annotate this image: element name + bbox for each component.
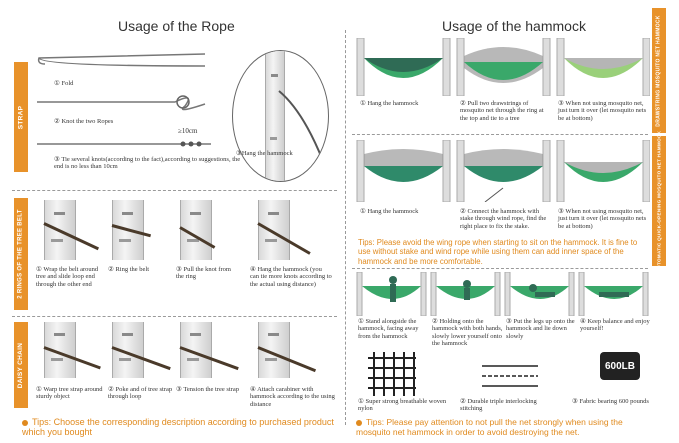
- center-divider: [345, 30, 346, 425]
- right-tip: Tips: Please pay attention to not pull t…: [356, 417, 623, 437]
- hang-oval: [232, 50, 329, 182]
- sitting-illustrations: [356, 272, 649, 316]
- ring-step-3: ③ Pull the knot from the ring: [176, 266, 231, 281]
- rope-step-3: ③ Tie several knots(according to the fac…: [54, 156, 241, 171]
- rope-step-2: ② Knot the two Ropes: [54, 118, 114, 125]
- row2-step-2: ② Connect the hammock with stake through…: [460, 208, 547, 230]
- rope-step-1: ① Fold: [54, 80, 74, 87]
- hammock-row1-illustrations: [356, 38, 650, 96]
- woven-nylon-icon: [368, 352, 416, 396]
- daisy-step-2: ② Poke and of tree strap through loop: [108, 386, 173, 401]
- sit-step-2: ② Holding onto the hammock with both han…: [432, 318, 503, 348]
- daisy-step-4: ④ Attach carabiner with hammock accordin…: [250, 386, 335, 408]
- row2-step-1: ① Hang the hammock: [360, 208, 419, 215]
- row1-step-2: ② Pull two drawstrings of mosquito net t…: [460, 100, 544, 122]
- sit-step-3: ③ Put the legs up onto the hammock and l…: [506, 318, 575, 340]
- divider-2: [12, 316, 337, 317]
- weight-badge: 600LB: [600, 352, 640, 380]
- divider-r1: [352, 134, 648, 135]
- feature-3: ③ Fabric bearing 600 pounds: [572, 398, 649, 405]
- rope-fold-illustration: [37, 53, 206, 67]
- daisy-step-3: ③ Tension the tree strap: [176, 386, 240, 393]
- hang-label: ③Hang the hammock: [236, 150, 293, 157]
- ring-step-1: ① Wrap the belt around tree and slide lo…: [36, 266, 99, 288]
- tip-bullet-icon: [356, 419, 362, 426]
- divider-r2: [352, 268, 648, 269]
- feature-2: ② Durable triple interlocking stitching: [460, 398, 537, 413]
- hammock-section-title: Usage of the hammock: [442, 18, 586, 34]
- quick-open-band: AUTOMATIC QUICK-OPENING MOSQUITO NET HAM…: [652, 130, 666, 272]
- strap-band: STRAP: [14, 62, 28, 172]
- measure-label: ≥10cm: [178, 127, 198, 135]
- rope-section-title: Usage of the Rope: [118, 18, 235, 34]
- daisy-band: DAISY CHAIN: [14, 322, 28, 408]
- sit-step-4: ④ Keep balance and enjoy yourself!: [580, 318, 650, 333]
- hammock-row2-illustrations: [356, 140, 650, 202]
- daisy-step-1: ① Warp tree strap around sturdy object: [36, 386, 103, 401]
- ring-tree-4: [258, 200, 290, 260]
- row2-step-3: ③ When not using mosquito net, just turn…: [558, 208, 647, 230]
- tip-bullet-icon: [22, 419, 28, 426]
- left-tip: Tips: Choose the corresponding descripti…: [22, 417, 334, 437]
- rings-band: 2 RINGS OF THE TREE BELT: [14, 198, 28, 310]
- sit-step-1: ① Stand alongside the hammock, facing aw…: [358, 318, 419, 340]
- rope-tie-illustration: [37, 141, 211, 147]
- ring-step-2: ② Ring the belt: [108, 266, 150, 273]
- row1-step-3: ③ When not using mosquito net, just turn…: [558, 100, 647, 122]
- drawstring-band: DRAWSTRING MOSQUITO NET HAMMOCK: [652, 8, 666, 133]
- feature-1: ① Super strong breathable woven nylon: [358, 398, 447, 413]
- divider-1: [12, 190, 337, 191]
- row1-step-1: ① Hang the hammock: [360, 100, 419, 107]
- stitching-icon: [482, 365, 538, 387]
- ring-step-4: ④ Hang the hammock (you can tie more kno…: [250, 266, 332, 288]
- rope-knot-illustration: [37, 95, 206, 111]
- mid-tip: Tips: Please avoid the wing rope when st…: [358, 238, 638, 266]
